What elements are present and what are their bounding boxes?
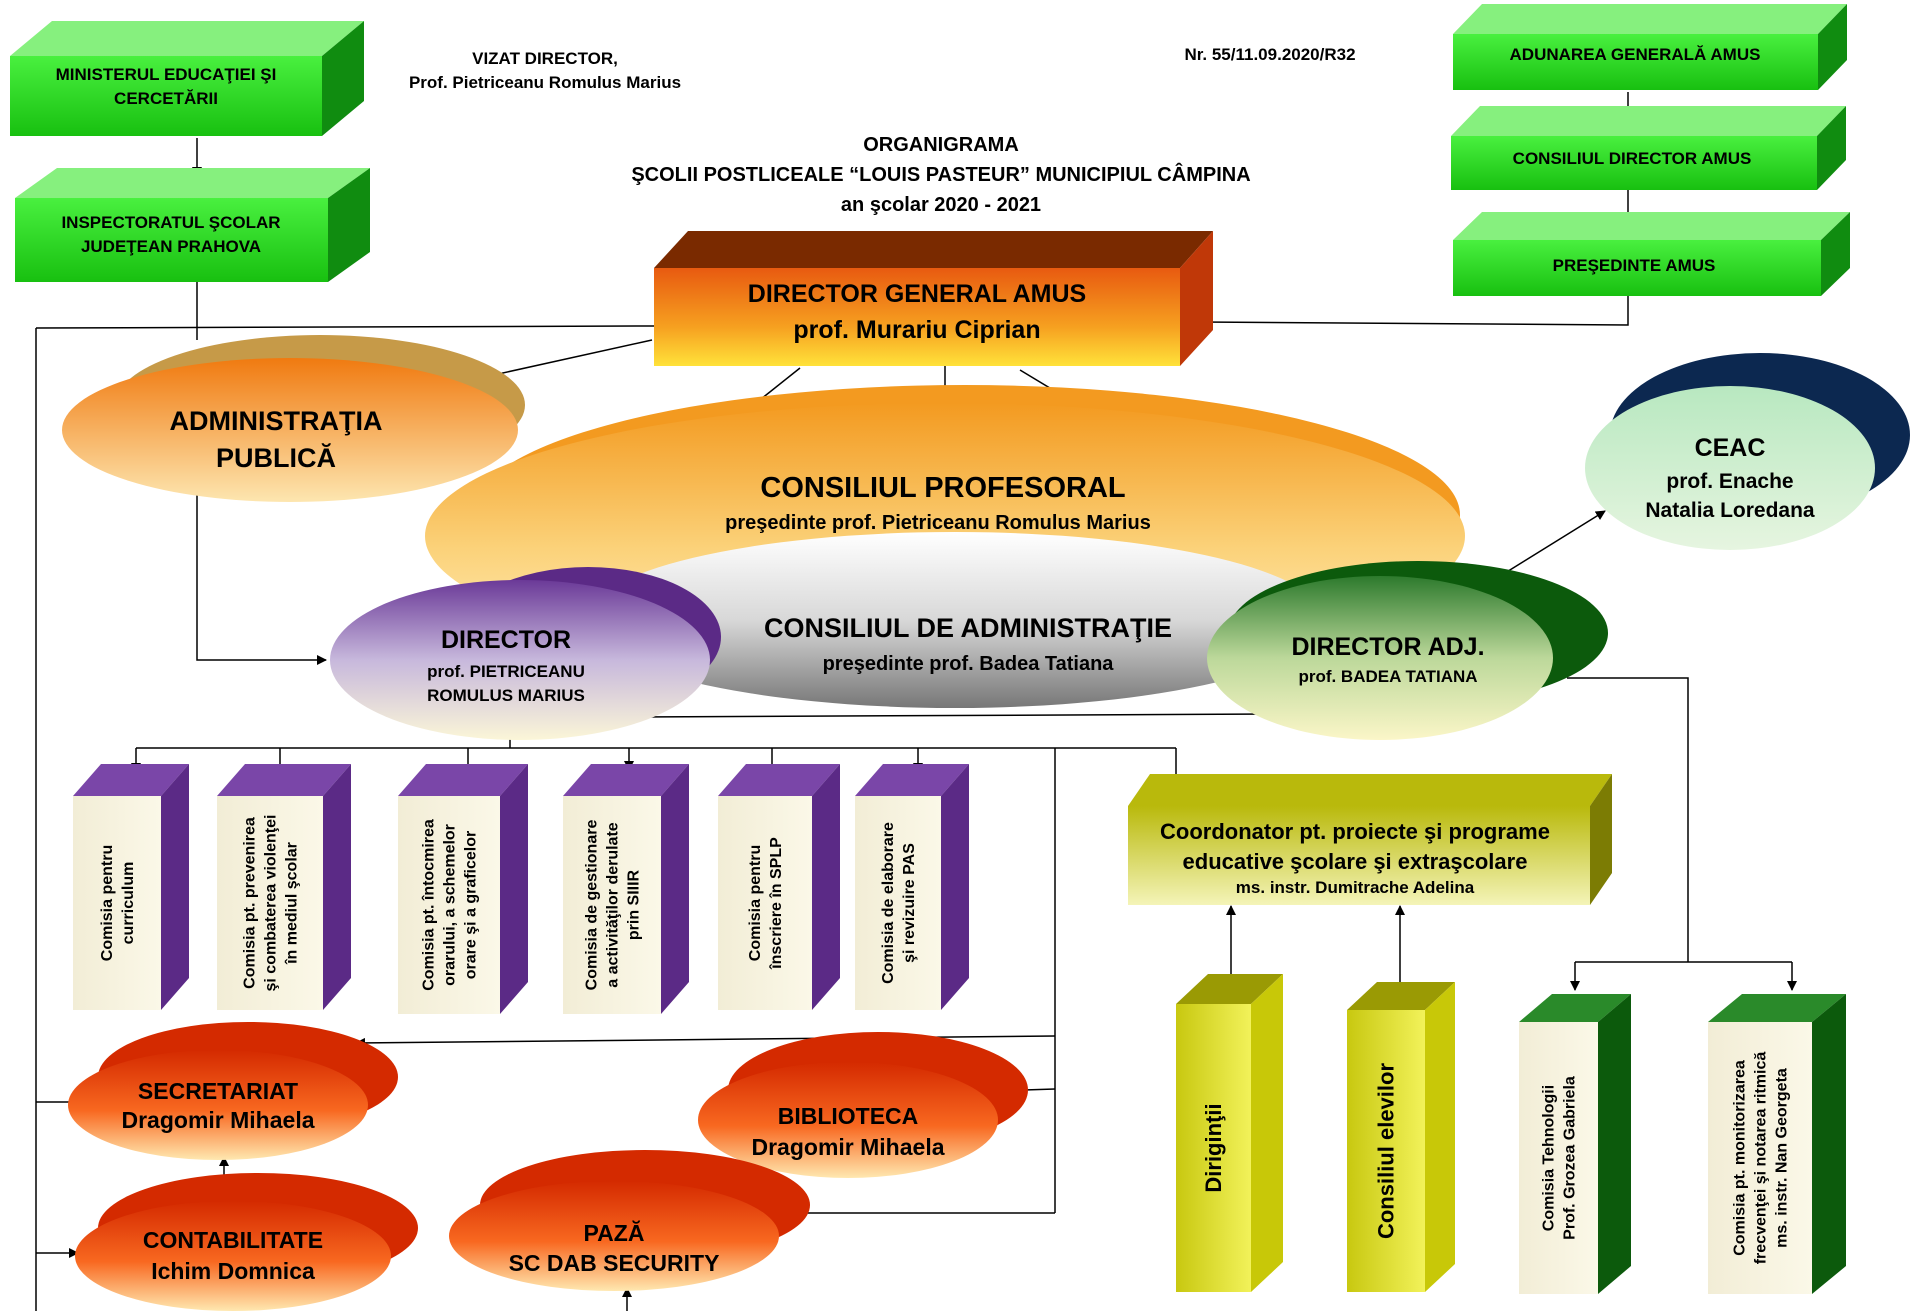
commission-6-line-1: Comisia de elaborare bbox=[880, 822, 897, 984]
commission-2-line-1: Comisia pt. prevenirea bbox=[242, 817, 259, 989]
director-adj-title: DIRECTOR ADJ. bbox=[1291, 633, 1484, 661]
commission-4-line-3: prin SIIIR bbox=[626, 869, 643, 940]
title-line-3: an şcolar 2020 - 2021 bbox=[841, 194, 1041, 216]
ceac-name-line-2: Natalia Loredana bbox=[1645, 499, 1815, 522]
vizat-label: VIZAT DIRECTOR, bbox=[472, 49, 618, 68]
commission-6-line-2: şi revizuire PAS bbox=[901, 843, 918, 963]
commission-4-line-1: Comisia de gestionare bbox=[584, 820, 601, 991]
column-dirigintii: Diriginţii bbox=[1176, 974, 1283, 1292]
right-columns-group: Diriginţii Consiliul elevilor Comisia Tehn… bbox=[1176, 974, 1846, 1294]
oval-biblioteca: BIBLIOTECA Dragomir Mihaela bbox=[698, 1032, 1028, 1178]
box-ministerul: MINISTERUL EDUCAŢIEI ŞI CERCETĂRII bbox=[10, 21, 364, 136]
box-inspectorat: INSPECTORATUL ŞCOLAR JUDEŢEAN PRAHOVA bbox=[15, 168, 370, 282]
commission-2-line-3: în mediul şcolar bbox=[284, 842, 301, 965]
director-name-line-2: ROMULUS MARIUS bbox=[427, 686, 585, 705]
consiliul-profesoral-president: preşedinte prof. Pietriceanu Romulus Mar… bbox=[725, 512, 1151, 534]
box-consiliul-director: CONSILIUL DIRECTOR AMUS bbox=[1451, 106, 1846, 190]
consiliul-administratie-title: CONSILIUL DE ADMINISTRAŢIE bbox=[764, 613, 1172, 643]
paza-name: SC DAB SECURITY bbox=[509, 1250, 720, 1276]
secretariat-title: SECRETARIAT bbox=[138, 1078, 298, 1104]
title-line-2: ŞCOLII POSTLICEALE “LOUIS PASTEUR” MUNIC… bbox=[631, 162, 1250, 186]
adunare-label: ADUNAREA GENERALĂ AMUS bbox=[1510, 45, 1761, 64]
ceac-title: CEAC bbox=[1695, 434, 1766, 462]
commission-3-line-3: orare şi a graficelor bbox=[463, 831, 480, 980]
column-comisia-tehnologii-line-2: Prof. Grozea Gabriela bbox=[1562, 1076, 1579, 1240]
oval-director-adjunct: DIRECTOR ADJ. prof. BADEA TATIANA bbox=[1207, 561, 1608, 740]
registration-number: Nr. 55/11.09.2020/R32 bbox=[1184, 45, 1355, 64]
coordonator-line-2: educative şcolare şi extraşcolare bbox=[1183, 849, 1528, 874]
box-adunare-generala: ADUNAREA GENERALĂ AMUS bbox=[1453, 4, 1847, 90]
consiliul-administratie-president: preşedinte prof. Badea Tatiana bbox=[823, 653, 1115, 675]
paza-title: PAZĂ bbox=[584, 1219, 645, 1246]
box-coordonator: Coordonator pt. proiecte şi programe edu… bbox=[1128, 774, 1612, 905]
commission-3-line-1: Comisia pt. întocmirea bbox=[421, 819, 438, 991]
commission-1-line-1: Comisia pentru bbox=[99, 845, 116, 961]
column-comisia-tehnologii-line-1: Comisia Tehnologii bbox=[1541, 1085, 1558, 1231]
consiliul-profesoral-title: CONSILIUL PROFESORAL bbox=[760, 472, 1125, 504]
commission-2-line-2: şi combaterea violenţei bbox=[263, 815, 280, 992]
coordonator-line-1: Coordonator pt. proiecte şi programe bbox=[1160, 819, 1550, 844]
biblioteca-title: BIBLIOTECA bbox=[778, 1103, 919, 1129]
director-general-name: prof. Murariu Ciprian bbox=[793, 316, 1040, 344]
oval-director: DIRECTOR prof. PIETRICEANU ROMULUS MARIU… bbox=[330, 567, 721, 740]
commission-5-line-1: Comisia pentru bbox=[747, 845, 764, 961]
oval-consiliul-administratie: CONSILIUL DE ADMINISTRAŢIE preşedinte pr… bbox=[585, 532, 1325, 708]
consiliul-director-label: CONSILIUL DIRECTOR AMUS bbox=[1513, 149, 1752, 168]
administratia-line-2: PUBLICĂ bbox=[216, 442, 336, 473]
commission-5-line-2: înscriere în SPLP bbox=[768, 837, 785, 970]
director-name-line-1: prof. PIETRICEANU bbox=[427, 662, 585, 681]
oval-administratia-publica: ADMINISTRAŢIA PUBLICĂ bbox=[62, 335, 525, 502]
ceac-name-line-1: prof. Enache bbox=[1666, 470, 1793, 493]
column-comisia-monitorizare-line-2: frecvenţei şi notarea ritmică bbox=[1753, 1052, 1770, 1265]
inspectorat-line-2: JUDEŢEAN PRAHOVA bbox=[81, 237, 261, 256]
ministerul-line-2: CERCETĂRII bbox=[114, 89, 218, 108]
column-dirigintii-line-1: Diriginţii bbox=[1201, 1103, 1226, 1192]
box-presedinte: PREŞEDINTE AMUS bbox=[1453, 212, 1850, 296]
page-title: ORGANIGRAMA ŞCOLII POSTLICEALE “LOUIS PA… bbox=[631, 134, 1250, 216]
oval-contabilitate: CONTABILITATE Ichim Domnica bbox=[75, 1173, 418, 1311]
commission-4-line-2: a activităţilor derulate bbox=[605, 822, 622, 987]
inspectorat-line-1: INSPECTORATUL ŞCOLAR bbox=[61, 213, 280, 232]
ministerul-line-1: MINISTERUL EDUCAŢIEI ŞI bbox=[56, 65, 277, 84]
box-director-general: DIRECTOR GENERAL AMUS prof. Murariu Cipr… bbox=[654, 231, 1213, 366]
director-general-title: DIRECTOR GENERAL AMUS bbox=[748, 280, 1086, 308]
biblioteca-name: Dragomir Mihaela bbox=[752, 1134, 945, 1160]
column-consiliul-elevilor: Consiliul elevilor bbox=[1347, 982, 1455, 1292]
oval-ceac: CEAC prof. Enache Natalia Loredana bbox=[1585, 353, 1910, 550]
contabilitate-name: Ichim Domnica bbox=[151, 1258, 315, 1284]
column-comisia-monitorizare-line-3: ms. instr. Nan Georgeta bbox=[1774, 1068, 1791, 1248]
vizat-name: Prof. Pietriceanu Romulus Marius bbox=[409, 73, 681, 92]
presedinte-label: PREŞEDINTE AMUS bbox=[1553, 256, 1716, 275]
commission-1-line-2: curriculum bbox=[120, 862, 137, 945]
coordonator-line-3: ms. instr. Dumitrache Adelina bbox=[1236, 878, 1475, 897]
administratia-line-1: ADMINISTRAŢIA bbox=[170, 406, 383, 436]
title-line-1: ORGANIGRAMA bbox=[863, 134, 1019, 156]
director-adj-name: prof. BADEA TATIANA bbox=[1298, 667, 1477, 686]
director-title: DIRECTOR bbox=[441, 626, 571, 654]
column-comisia-monitorizare-line-1: Comisia pt. monitorizarea bbox=[1732, 1060, 1749, 1256]
secretariat-name: Dragomir Mihaela bbox=[122, 1107, 315, 1133]
header: VIZAT DIRECTOR, Prof. Pietriceanu Romulu… bbox=[409, 45, 1356, 92]
oval-secretariat: SECRETARIAT Dragomir Mihaela bbox=[68, 1022, 398, 1160]
contabilitate-title: CONTABILITATE bbox=[143, 1227, 323, 1253]
oval-paza: PAZĂ SC DAB SECURITY bbox=[449, 1150, 810, 1291]
column-consiliul-elevilor-line-1: Consiliul elevilor bbox=[1374, 1063, 1399, 1239]
commission-3-line-2: orarului, a schemelor bbox=[442, 824, 459, 986]
